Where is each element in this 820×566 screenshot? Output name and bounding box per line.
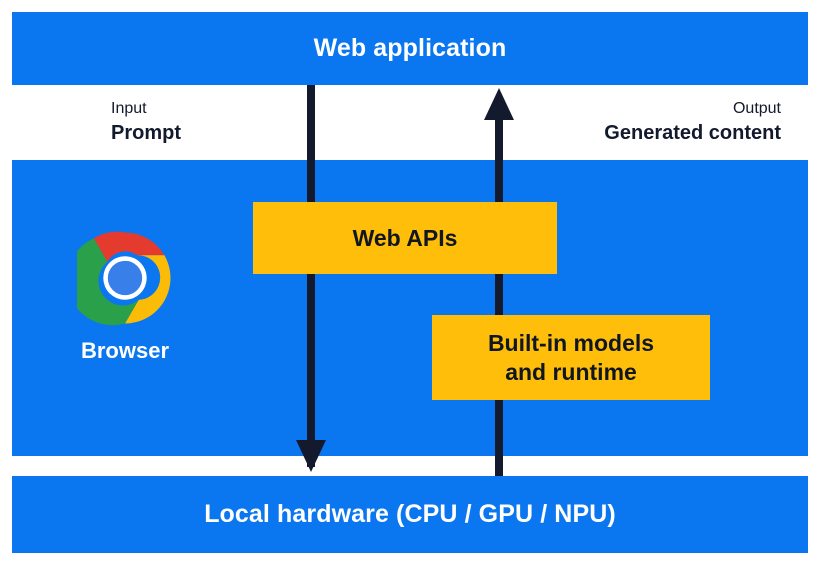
chrome-logo-icon	[77, 231, 171, 326]
flow-output-annotation: Output Generated content	[604, 99, 781, 146]
box-web-apis: Web APIs	[253, 202, 557, 274]
layer-web-application-label: Web application	[313, 34, 507, 62]
flow-input-caption: Input	[111, 100, 147, 117]
arrow-up-head-icon	[484, 88, 514, 120]
box-builtin-models-and-runtime: Built-in models and runtime	[432, 315, 710, 400]
arrow-down-head-icon	[296, 440, 326, 472]
flow-output-caption: Output	[732, 100, 781, 117]
arrow-up-icon	[495, 100, 503, 476]
flow-output-value: Generated content	[604, 122, 781, 144]
flow-input-value: Prompt	[111, 122, 181, 144]
flow-input-annotation: Input Prompt	[111, 99, 181, 146]
box-web-apis-label: Web APIs	[352, 224, 458, 251]
layer-local-hardware-label: Local hardware (CPU / GPU / NPU)	[204, 500, 616, 528]
layer-browser-label: Browser	[80, 338, 170, 363]
box-builtin-models-and-runtime-label: Built-in models and runtime	[487, 329, 655, 385]
arrow-down-icon	[307, 85, 315, 467]
browser-mark: Browser	[60, 230, 190, 362]
layer-local-hardware: Local hardware (CPU / GPU / NPU)	[12, 476, 808, 553]
layer-web-application: Web application	[12, 12, 808, 85]
